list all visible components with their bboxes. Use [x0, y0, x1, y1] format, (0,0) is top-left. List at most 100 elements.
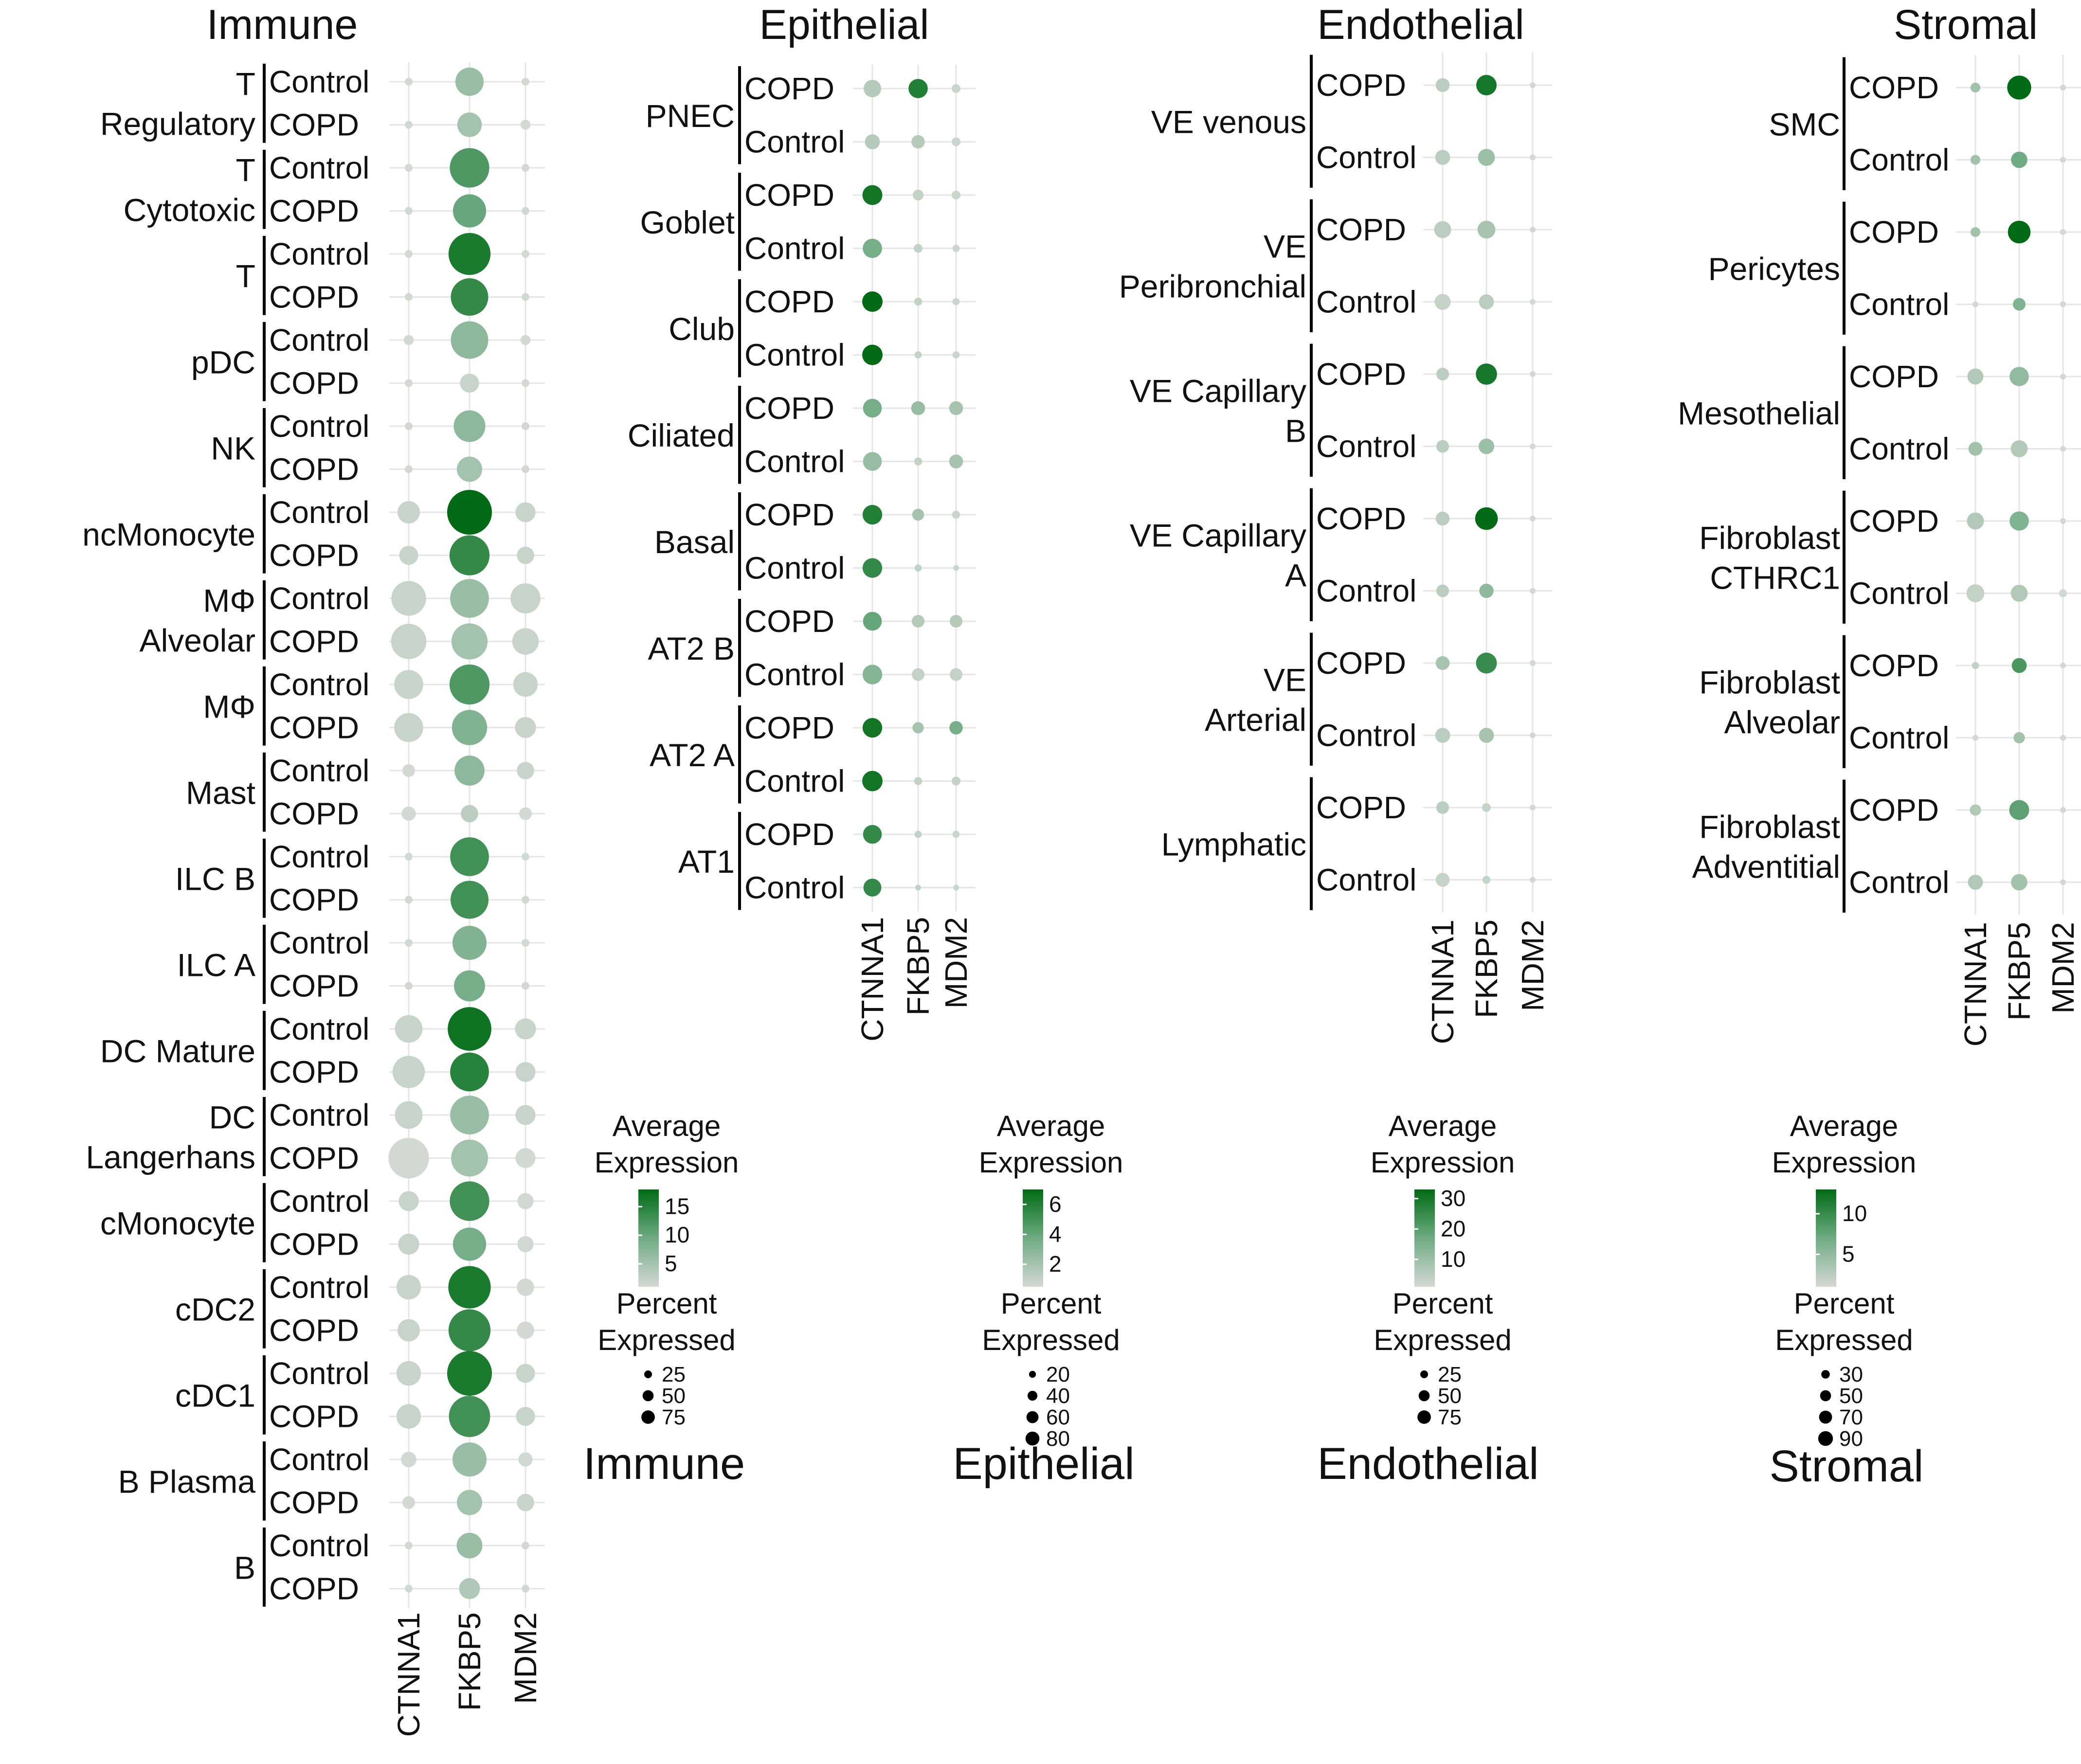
dot-point [520, 120, 531, 130]
dot-point [913, 244, 923, 253]
condition-label: Control [1849, 865, 1949, 900]
condition-label: COPD [1316, 357, 1406, 392]
cell-type-label: A [1285, 557, 1306, 593]
condition-label: COPD [1316, 790, 1406, 825]
legend-size-label: 30 [1839, 1363, 1863, 1386]
dot-point [949, 454, 963, 468]
dot-point [398, 501, 420, 523]
dot-point [450, 148, 489, 188]
condition-label: Control [744, 444, 845, 479]
dot-point [394, 670, 423, 699]
dot-point [402, 1496, 416, 1509]
dot-point [1435, 150, 1450, 165]
dot-point [452, 925, 487, 960]
condition-label: Control [269, 1011, 369, 1046]
panel-title: Immune [207, 1, 358, 48]
condition-label: COPD [269, 1141, 359, 1176]
legend-size-label: 25 [1438, 1363, 1462, 1386]
dot-point [862, 718, 883, 738]
legend-size-dot [644, 1370, 652, 1378]
condition-label: COPD [1849, 359, 1939, 394]
legend-size-dot [1025, 1431, 1040, 1446]
cell-type-label: NK [211, 430, 255, 466]
dot-point [911, 135, 925, 149]
dot-point [2009, 800, 2029, 820]
cell-type-label: Alveolar [1724, 704, 1840, 740]
condition-label: Control [1849, 432, 1949, 467]
condition-label: COPD [269, 1571, 359, 1606]
dot-point [450, 837, 489, 876]
cell-type-label: MΦ [203, 688, 255, 724]
dot-point [1530, 516, 1536, 522]
dot-point [451, 321, 489, 359]
legend-endothelial: AverageExpression302010PercentExpressed2… [1371, 1110, 1515, 1429]
dot-point [1530, 805, 1536, 810]
legend-stromal: AverageExpression105PercentExpressed3050… [1772, 1110, 1917, 1451]
dot-point [518, 1452, 533, 1467]
cell-type-label: B [234, 1549, 255, 1585]
dot-point [2009, 511, 2029, 531]
dot-point [950, 615, 962, 628]
cell-type-label: cMonocyte [100, 1205, 255, 1241]
dot-point [522, 78, 529, 86]
dot-point [862, 504, 883, 525]
condition-label: COPD [744, 604, 834, 639]
dot-point [912, 189, 924, 201]
dot-point [522, 293, 529, 301]
dot-point [405, 164, 413, 172]
dot-point [2009, 367, 2029, 386]
gene-tick-label: CTNNA1 [391, 1612, 426, 1737]
dot-point [1435, 873, 1450, 887]
dot-point [522, 465, 529, 473]
dot-point [914, 297, 923, 306]
condition-label: COPD [269, 796, 359, 831]
dot-point [914, 457, 923, 466]
dot-point [2010, 440, 2028, 457]
dot-point [1530, 588, 1536, 594]
condition-label: COPD [1316, 501, 1406, 536]
legend-size-title: Percent [1794, 1287, 1895, 1320]
dot-point [447, 1351, 492, 1396]
legend-colorbar-tick-label: 2 [1049, 1251, 1062, 1277]
dot-point [398, 1319, 420, 1342]
legend-size-dot [1819, 1410, 1832, 1424]
cell-type-label: T [236, 66, 255, 102]
dot-point [2059, 589, 2067, 597]
cell-type-label: MΦ [203, 582, 255, 618]
dot-point [1436, 801, 1449, 814]
dot-point [2010, 585, 2028, 602]
legend-colorbar-tick-label: 10 [665, 1222, 689, 1247]
dot-point [1530, 227, 1536, 233]
dot-point [452, 194, 487, 228]
condition-label: COPD [269, 624, 359, 659]
cell-type-label: Fibroblast [1699, 809, 1840, 845]
condition-label: COPD [269, 1313, 359, 1348]
dot-point [952, 510, 960, 519]
dot-point [1436, 584, 1449, 597]
gene-tick-label: MDM2 [508, 1612, 543, 1704]
dot-point [1436, 440, 1449, 453]
legend-size-dot [1418, 1390, 1430, 1402]
condition-label: COPD [269, 280, 359, 315]
cell-type-label: AT2 B [648, 630, 735, 666]
dot-point [1435, 511, 1450, 526]
dot-point [2060, 663, 2066, 668]
dot-point [450, 1052, 489, 1092]
dot-point [1479, 728, 1494, 743]
cell-type-label: VE [1264, 228, 1306, 264]
legend-size-title: Expressed [1374, 1324, 1511, 1356]
dot-point [951, 190, 961, 200]
condition-label: Control [269, 323, 369, 358]
dot-point [863, 879, 882, 897]
dot-point [392, 1056, 425, 1088]
condition-label: COPD [1316, 646, 1406, 681]
dot-point [1435, 728, 1450, 743]
dot-point [915, 884, 921, 891]
legend-size-label: 50 [662, 1384, 686, 1408]
dot-point [396, 1404, 421, 1429]
dot-point [951, 776, 961, 786]
dot-point [914, 564, 922, 572]
dot-point [405, 293, 413, 301]
dot-point [912, 615, 924, 628]
dot-point [398, 1233, 419, 1255]
